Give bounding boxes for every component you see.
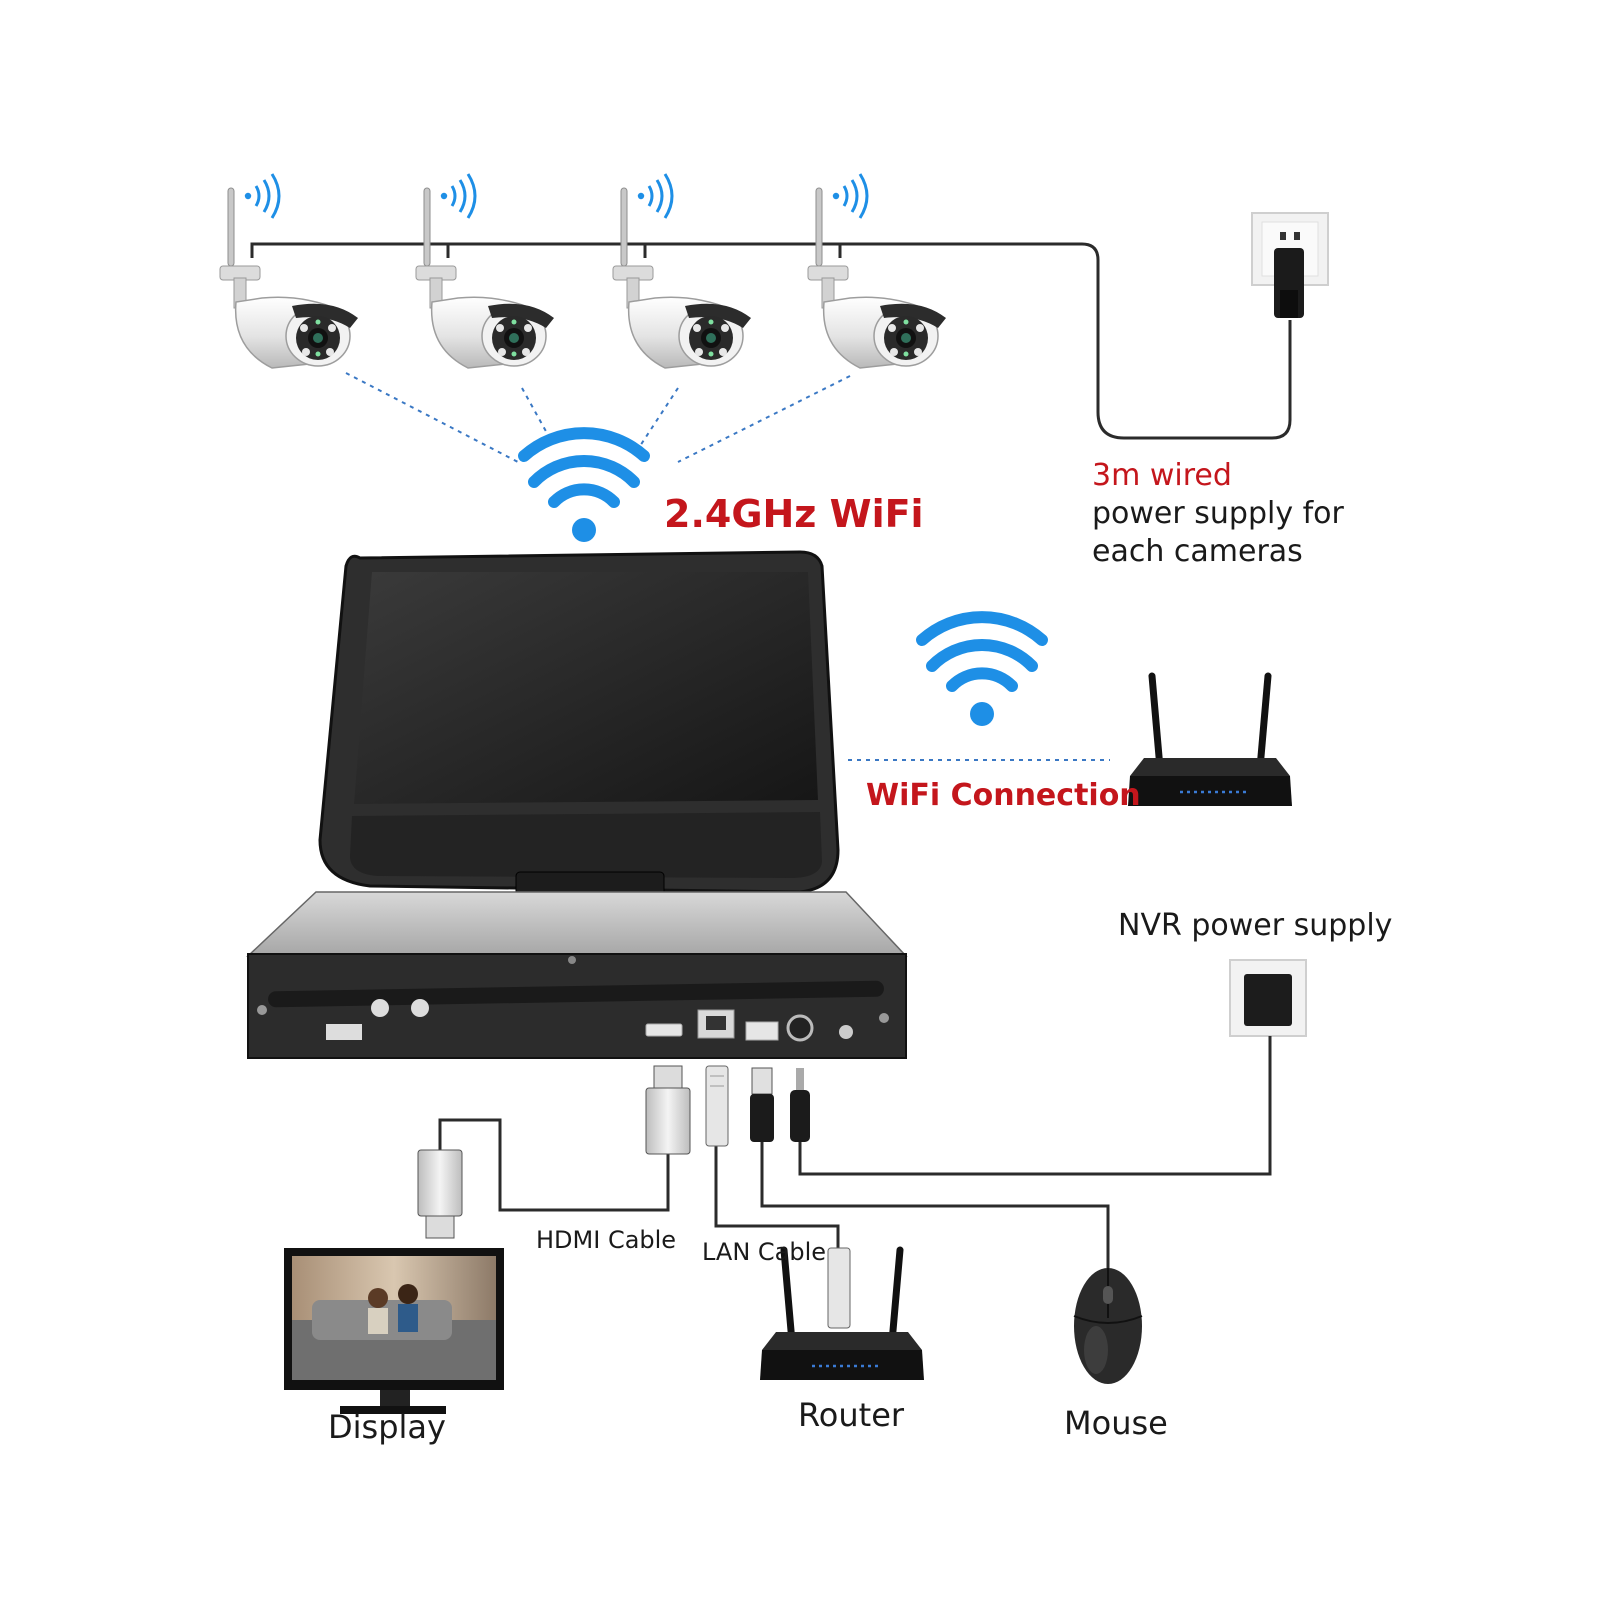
mouse-label: Mouse: [1064, 1404, 1168, 1442]
camera-3-icon: [611, 172, 753, 370]
hdmi-cable-label: HDMI Cable: [536, 1226, 677, 1254]
nvr-recorder-icon: [246, 891, 908, 1059]
nvr-monitor-icon: [318, 550, 840, 903]
nvr-power-outlet-icon: [1229, 959, 1307, 1037]
camera-power-cable: [250, 242, 1292, 440]
camera-power-label-red: 3m wired: [1092, 458, 1232, 493]
wireless-links: [345, 372, 1110, 761]
wifi-connection-icon: [922, 617, 1042, 726]
wifi-connection-label: WiFi Connection: [866, 778, 1141, 813]
wifi-band-label: 2.4GHz WiFi: [664, 492, 924, 536]
camera-power-label-line1: power supply for: [1092, 496, 1344, 531]
hdmi-plug-icon: [645, 1065, 691, 1155]
camera-4-icon: [806, 172, 948, 370]
camera-power-label-line2: each cameras: [1092, 534, 1303, 569]
display-monitor-icon: [284, 1248, 504, 1414]
camera-power-outlet-icon: [1251, 212, 1329, 318]
display-label: Display: [328, 1408, 446, 1446]
wifi-router-icon: [1128, 676, 1292, 806]
wifi-icon: [524, 433, 644, 542]
camera-2-icon: [414, 172, 556, 370]
router-lan-plug-icon: [827, 1247, 851, 1329]
camera-1-icon: [218, 172, 360, 370]
connection-cables: [438, 1036, 1272, 1272]
mouse-icon: [1073, 1268, 1143, 1384]
usb-plug-icon: [750, 1067, 774, 1142]
nvr-power-label: NVR power supply: [1118, 908, 1393, 943]
lan-plug-icon: [705, 1065, 729, 1147]
dc-plug-icon: [790, 1068, 810, 1142]
lan-cable-label: LAN Cable: [702, 1238, 827, 1266]
display-hdmi-plug-icon: [417, 1149, 463, 1239]
router-label: Router: [798, 1396, 905, 1434]
